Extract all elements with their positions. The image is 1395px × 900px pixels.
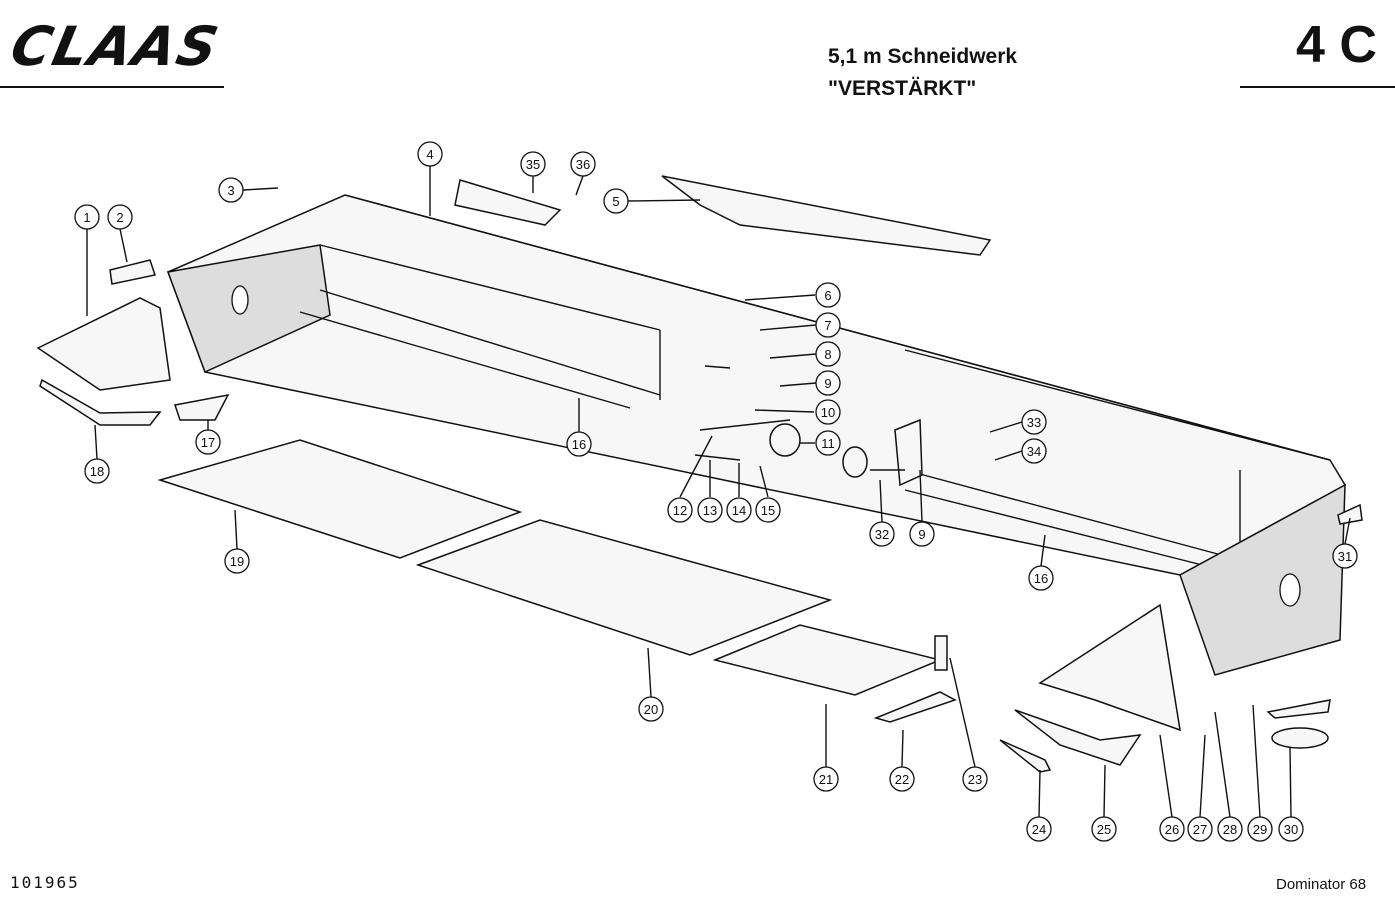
- callout-circles: 1 2 3 4 35 36 5 6 7 8 9 10 11 12 13 14 1…: [74, 141, 1358, 842]
- svg-text:8: 8: [824, 347, 831, 362]
- svg-text:10: 10: [821, 405, 835, 420]
- svg-text:4: 4: [426, 147, 433, 162]
- svg-text:25: 25: [1097, 822, 1111, 837]
- svg-text:19: 19: [230, 554, 244, 569]
- callout: 17: [195, 429, 221, 455]
- svg-text:35: 35: [526, 157, 540, 172]
- callout: 4: [417, 141, 443, 167]
- svg-text:11: 11: [821, 436, 835, 451]
- callout: 11: [815, 430, 841, 456]
- svg-text:33: 33: [1027, 415, 1041, 430]
- callout: 5: [603, 188, 629, 214]
- callout: 9: [815, 370, 841, 396]
- callout: 8: [815, 341, 841, 367]
- callout: 6: [815, 282, 841, 308]
- svg-text:16: 16: [572, 437, 586, 452]
- callout: 3: [218, 177, 244, 203]
- svg-text:22: 22: [895, 772, 909, 787]
- callout: 16: [1028, 565, 1054, 591]
- svg-text:28: 28: [1223, 822, 1237, 837]
- leader-lines: [86, 166, 1351, 818]
- svg-text:13: 13: [703, 503, 717, 518]
- callout: 28: [1217, 816, 1243, 842]
- svg-text:6: 6: [824, 288, 831, 303]
- title-line-2: "VERSTÄRKT": [828, 77, 977, 100]
- callout: 25: [1091, 816, 1117, 842]
- callout: 14: [726, 497, 752, 523]
- svg-text:27: 27: [1193, 822, 1207, 837]
- svg-text:14: 14: [732, 503, 746, 518]
- svg-text:15: 15: [761, 503, 775, 518]
- callout: 27: [1187, 816, 1213, 842]
- callout: 30: [1278, 816, 1304, 842]
- callout: 18: [84, 458, 110, 484]
- svg-text:31: 31: [1338, 549, 1352, 564]
- svg-text:32: 32: [875, 527, 889, 542]
- callout: 33: [1021, 409, 1047, 435]
- svg-text:2: 2: [116, 210, 123, 225]
- header-frame: [166, 194, 1347, 676]
- svg-text:5: 5: [612, 194, 619, 209]
- title-line-1: 5,1 m Schneidwerk: [828, 45, 1018, 68]
- callout: 31: [1332, 543, 1358, 569]
- svg-text:36: 36: [576, 157, 590, 172]
- callout: 26: [1159, 816, 1185, 842]
- model-name: Dominator 68: [1276, 876, 1367, 893]
- svg-text:18: 18: [90, 464, 104, 479]
- callout: 24: [1026, 816, 1052, 842]
- svg-text:3: 3: [227, 183, 234, 198]
- callout: 20: [638, 696, 664, 722]
- header-rule-right: [1240, 86, 1395, 88]
- svg-text:20: 20: [644, 702, 658, 717]
- svg-text:9: 9: [824, 376, 831, 391]
- callout: 10: [815, 399, 841, 425]
- callout: 29: [1247, 816, 1273, 842]
- callout: 2: [107, 204, 133, 230]
- callout: 16: [566, 431, 592, 457]
- svg-text:24: 24: [1032, 822, 1046, 837]
- svg-text:9: 9: [918, 527, 925, 542]
- callout: 19: [224, 548, 250, 574]
- callout: 36: [570, 151, 596, 177]
- section-code: 4 C: [1296, 16, 1377, 74]
- callout: 21: [813, 766, 839, 792]
- svg-text:34: 34: [1027, 444, 1041, 459]
- callout: 13: [697, 497, 723, 523]
- svg-text:30: 30: [1284, 822, 1298, 837]
- callout: 23: [962, 766, 988, 792]
- callout: 22: [889, 766, 915, 792]
- callout: 12: [667, 497, 693, 523]
- callout: 35: [520, 151, 546, 177]
- callout: 34: [1021, 438, 1047, 464]
- callout: 15: [755, 497, 781, 523]
- callout: 7: [815, 312, 841, 338]
- svg-text:23: 23: [968, 772, 982, 787]
- callout: 32: [869, 521, 895, 547]
- svg-text:12: 12: [673, 503, 687, 518]
- loose-parts: [36, 175, 1363, 773]
- callout: 9: [909, 521, 935, 547]
- svg-text:26: 26: [1165, 822, 1179, 837]
- callout: 1: [74, 204, 100, 230]
- svg-text:7: 7: [824, 318, 831, 333]
- header-rule-left: [0, 86, 224, 88]
- svg-text:29: 29: [1253, 822, 1267, 837]
- svg-text:1: 1: [83, 210, 90, 225]
- svg-text:21: 21: [819, 772, 833, 787]
- svg-text:17: 17: [201, 435, 215, 450]
- svg-text:16: 16: [1034, 571, 1048, 586]
- document-number: 101965: [10, 873, 80, 892]
